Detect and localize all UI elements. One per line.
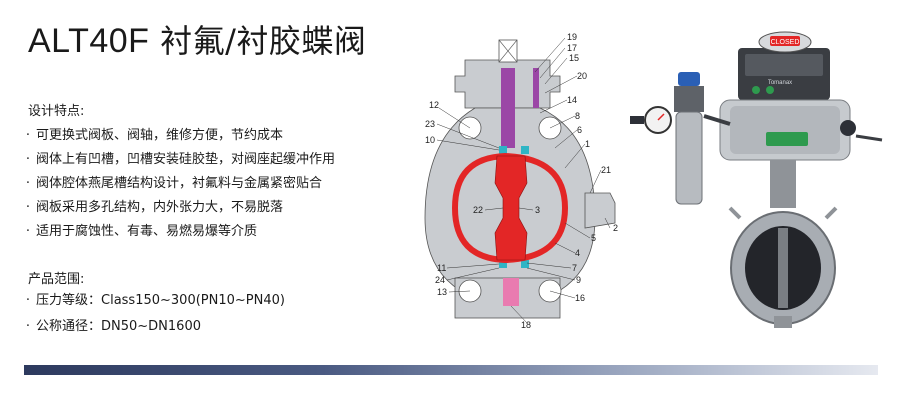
mounting-bracket (770, 160, 796, 208)
indicator-text: CLOSED (771, 39, 800, 46)
solenoid-valve (766, 132, 808, 146)
diagram-label: 14 (567, 95, 577, 105)
specs-label: 产品范围: (28, 272, 85, 287)
diagram-label: 7 (572, 263, 577, 273)
spec-item: ·公称通径：DN50~DN1600 (20, 317, 285, 343)
diagram-label: 17 (567, 43, 577, 53)
diagram-label: 13 (437, 287, 447, 297)
upper-seal-left (499, 146, 507, 154)
diagram-label: 22 (473, 205, 483, 215)
feature-list: ·可更换式阀板、阀轴，维修方便，节约成本 ·阀体上有凹槽，凹槽安装硅胶垫，对阀座… (20, 126, 335, 246)
limit-switch-box: CLOSED Tomanax (738, 31, 830, 100)
diagram-label: 11 (437, 263, 446, 273)
bottom-accent-bar (24, 365, 878, 375)
diagram-label: 10 (425, 135, 435, 145)
features-label: 设计特点: (28, 104, 85, 119)
diagram-label: 4 (575, 248, 580, 258)
bullet-icon: · (25, 128, 31, 143)
valve-product-photo: CLOSED Tomanax (630, 31, 883, 328)
lower-seal-right (521, 260, 529, 268)
model-code: ALT40F (28, 22, 150, 60)
feature-item: ·可更换式阀板、阀轴，维修方便，节约成本 (20, 126, 335, 150)
diagram-label: 3 (535, 205, 540, 215)
diagram-label: 2 (613, 223, 618, 233)
diagram-label: 16 (575, 293, 585, 303)
fluoro-lining (451, 152, 569, 264)
product-name: 衬氟/衬胶蝶阀 (160, 22, 367, 60)
diagram-label: 5 (591, 233, 596, 243)
bullet-icon: · (25, 293, 31, 308)
diagram-label: 15 (569, 53, 579, 63)
bullet-icon: · (25, 224, 31, 239)
diagram-label: 24 (435, 275, 445, 285)
lower-seal-left (499, 260, 507, 268)
page-title: ALT40F 衬氟/衬胶蝶阀 (28, 16, 366, 62)
diagram-label: 1 (585, 139, 590, 149)
feature-item: ·阀板采用多孔结构，内外张力大，不易脱落 (20, 198, 335, 222)
feature-item: ·适用于腐蚀性、有毒、易燃易爆等介质 (20, 222, 335, 246)
wafer-valve-body (728, 206, 838, 328)
valve-cross-section-diagram: 19 17 15 20 14 8 6 1 21 12 23 10 22 3 5 … (424, 32, 618, 330)
diagram-label: 23 (425, 119, 435, 129)
diagram-label: 6 (577, 125, 582, 135)
filter-regulator (630, 72, 731, 205)
diagram-label: 21 (601, 165, 611, 175)
brand-text: Tomanax (768, 80, 792, 86)
diagram-label: 12 (429, 100, 439, 110)
feature-item: ·阀体上有凹槽，凹槽安装硅胶垫，对阀座起缓冲作用 (20, 150, 335, 174)
diagram-label: 19 (567, 32, 577, 42)
bottom-plug (503, 278, 519, 306)
spec-list: ·压力等级：Class150~300(PN10~PN40) ·公称通径：DN50… (20, 291, 285, 343)
spec-item: ·压力等级：Class150~300(PN10~PN40) (20, 291, 285, 317)
stem-key (533, 68, 539, 108)
feature-item: ·阀体腔体燕尾槽结构设计，衬氟料与金属紧密贴合 (20, 174, 335, 198)
stem-shaft (501, 68, 515, 148)
diagram-label: 9 (576, 275, 581, 285)
diagram-label: 20 (577, 71, 587, 81)
diagram-label: 8 (575, 111, 580, 121)
upper-seal-right (521, 146, 529, 154)
pneumatic-actuator (719, 99, 883, 161)
bullet-icon: · (25, 152, 31, 167)
valve-disc (494, 155, 528, 261)
bullet-icon: · (25, 176, 31, 191)
diagram-label: 18 (521, 320, 531, 330)
bullet-icon: · (25, 319, 31, 334)
bullet-icon: · (25, 200, 31, 215)
